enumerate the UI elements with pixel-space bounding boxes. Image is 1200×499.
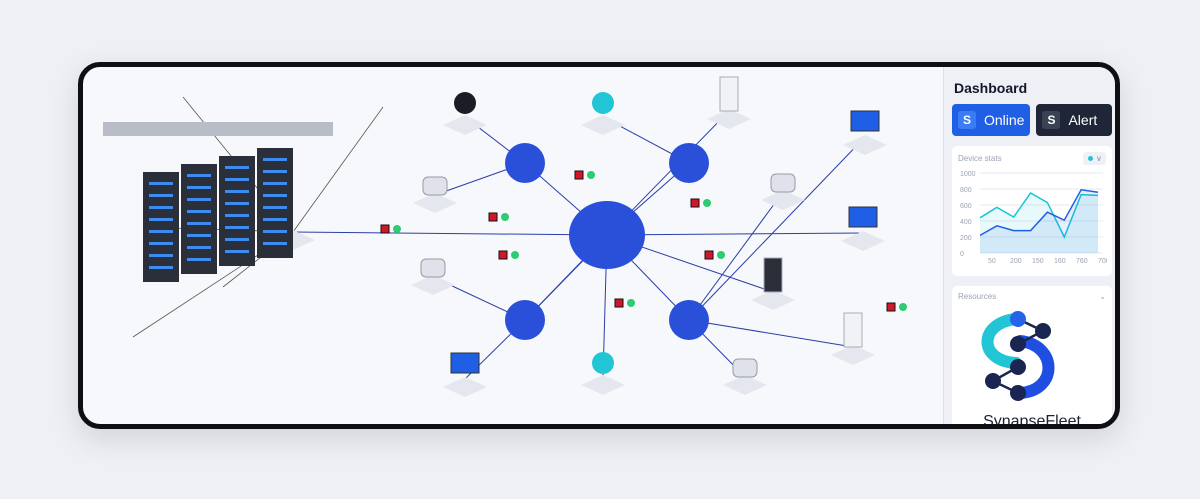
- series-line-cyan: [979, 192, 1099, 239]
- rack-icon: [103, 122, 333, 282]
- monitor-icon: [841, 206, 885, 251]
- status-led-red: [886, 302, 896, 312]
- chart-title: Device stats: [958, 154, 1002, 163]
- online-button[interactable]: S Online: [952, 104, 1031, 136]
- network-diagram: [103, 76, 907, 397]
- chevron-down-icon: v: [1097, 154, 1101, 163]
- s-logo-icon: S: [958, 111, 976, 129]
- bulb-dark-icon: [443, 92, 487, 135]
- tower-icon: [751, 257, 795, 310]
- y-tick-label: 600: [960, 203, 972, 210]
- status-led-red: [380, 224, 390, 234]
- status-led-red: [498, 250, 508, 260]
- online-label: Online: [984, 112, 1025, 128]
- alert-label: Alert: [1068, 112, 1098, 128]
- y-tick-label: 800: [960, 187, 972, 194]
- logo-card-title: Resources: [958, 292, 997, 301]
- status-led-green: [899, 303, 907, 311]
- series-line-blue: [979, 188, 1099, 237]
- status-led-green: [501, 213, 509, 221]
- status-led-red: [704, 250, 714, 260]
- router-icon: [413, 176, 457, 213]
- status-led-red: [690, 198, 700, 208]
- y-tick-label: 400: [960, 219, 972, 226]
- panel-title: Dashboard: [954, 80, 1028, 96]
- y-tick-label: 200: [960, 235, 972, 242]
- satellite-node: [505, 143, 545, 183]
- status-led-red: [574, 170, 584, 180]
- bulb-cyan-icon: [581, 92, 625, 135]
- status-led-green: [703, 199, 711, 207]
- status-led-green: [587, 171, 595, 179]
- brand-name: SynapseFleet: [983, 413, 1081, 429]
- satellite-node: [505, 300, 545, 340]
- sensor-icon: [723, 358, 767, 395]
- satellite-node: [669, 143, 709, 183]
- bulb-cyan-icon: [581, 352, 625, 395]
- x-tick-label: 760: [1076, 258, 1088, 265]
- x-tick-label: 150: [1032, 258, 1044, 265]
- x-tick-label: 200: [1010, 258, 1022, 265]
- status-led-green: [393, 225, 401, 233]
- synapsefleet-logo-icon: [981, 311, 1055, 401]
- series-area: [980, 193, 1098, 253]
- sensor-icon: [411, 258, 455, 295]
- chart-selector[interactable]: v: [1083, 152, 1106, 165]
- satellite-node: [669, 300, 709, 340]
- status-led-green: [511, 251, 519, 259]
- status-led-green: [717, 251, 725, 259]
- s-logo-icon: S: [1042, 111, 1061, 129]
- alert-button[interactable]: S Alert: [1036, 104, 1112, 136]
- monitor-icon: [843, 110, 887, 155]
- x-tick-label: 700: [1098, 258, 1107, 265]
- app-window: Dashboard S Online S Alert Device stats v 1…: [78, 62, 1120, 429]
- monitor-icon: [443, 352, 487, 397]
- sensor-icon: [761, 173, 805, 210]
- status-led-red: [614, 298, 624, 308]
- server-icon: [707, 76, 751, 129]
- hub-node: [569, 201, 645, 269]
- line-chart: 1000 800 600 400 200 0 50 200 150 160 760 700: [960, 171, 1110, 265]
- logo-card: Resources ⌄ SynapseFleet: [952, 286, 1112, 429]
- status-led-red: [488, 212, 498, 222]
- x-tick-label: 50: [988, 258, 996, 265]
- y-tick-label: 1000: [960, 171, 976, 178]
- y-tick-label: 0: [960, 251, 964, 258]
- dashboard-panel: Dashboard S Online S Alert Device stats v 1…: [943, 67, 1115, 424]
- chevron-down-icon[interactable]: ⌄: [1099, 292, 1106, 301]
- x-tick-label: 160: [1054, 258, 1066, 265]
- server-icon: [831, 312, 875, 365]
- status-led-green: [627, 299, 635, 307]
